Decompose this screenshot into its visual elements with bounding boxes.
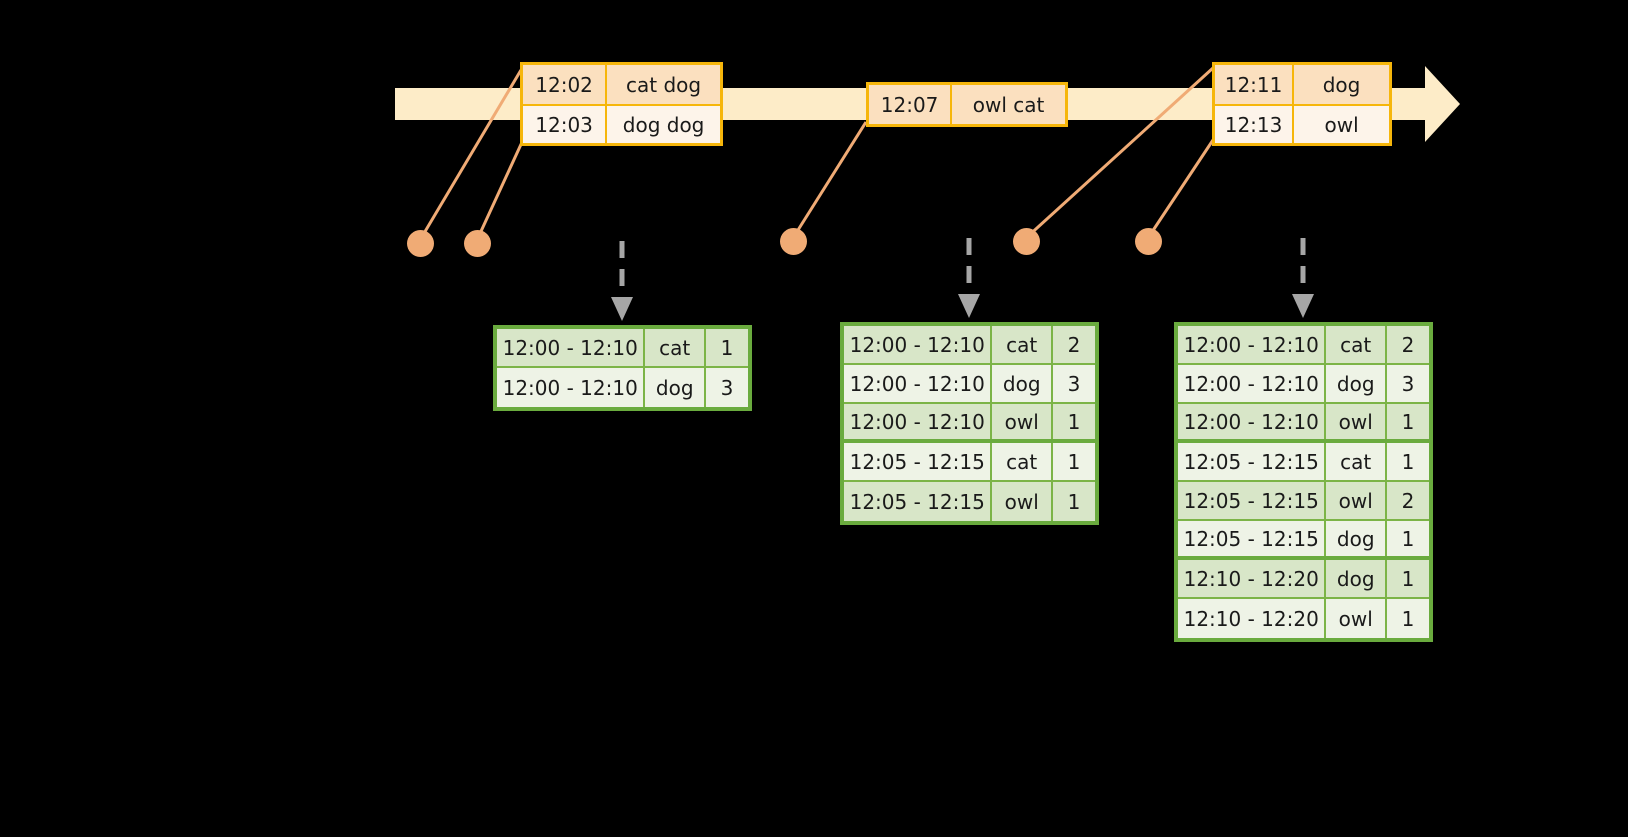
cell-word: cat — [1326, 326, 1388, 363]
cell-window: 12:00 - 12:10 — [1178, 404, 1327, 439]
cell-count: 2 — [1387, 482, 1429, 519]
cell-window: 12:00 - 12:10 — [1178, 365, 1327, 402]
event-time: 12:11 — [1215, 65, 1295, 104]
cell-window: 12:05 - 12:15 — [1178, 443, 1327, 480]
cell-window: 12:00 - 12:10 — [1178, 326, 1327, 363]
timeline-arrowhead-icon — [1385, 66, 1460, 142]
cell-count: 1 — [1053, 404, 1095, 439]
cell-window: 12:10 - 12:20 — [1178, 599, 1327, 638]
cell-count: 1 — [1387, 560, 1429, 597]
cell-word: dog — [1326, 365, 1388, 402]
dashed-arrow-to-table-2 — [958, 238, 980, 318]
cell-word: owl — [1326, 599, 1388, 638]
event-text: cat dog — [607, 65, 720, 104]
cell-count: 3 — [706, 368, 748, 407]
event-text: owl — [1294, 106, 1389, 143]
cell-count: 1 — [706, 329, 748, 366]
connector-dot-5 — [1135, 228, 1162, 255]
cell-word: owl — [1326, 482, 1388, 519]
connector-dot-2 — [464, 230, 491, 257]
cell-word: dog — [992, 365, 1054, 402]
cell-count: 1 — [1387, 521, 1429, 556]
event-time: 12:13 — [1215, 106, 1295, 143]
connector-dot-4 — [1013, 228, 1040, 255]
cell-word: owl — [1326, 404, 1388, 439]
dashed-arrow-to-table-1 — [611, 241, 633, 321]
cell-word: cat — [992, 443, 1054, 480]
cell-window: 12:00 - 12:10 — [844, 326, 993, 363]
event-time: 12:02 — [523, 65, 608, 104]
cell-word: cat — [1326, 443, 1388, 480]
cell-count: 1 — [1387, 599, 1429, 638]
cell-window: 12:05 - 12:15 — [844, 443, 993, 480]
connector-dot-3 — [780, 228, 807, 255]
cell-word: owl — [992, 404, 1054, 439]
cell-count: 1 — [1053, 482, 1095, 521]
event-text: owl cat — [952, 85, 1065, 124]
cell-window: 12:00 - 12:10 — [497, 329, 646, 366]
event-text: dog dog — [607, 106, 720, 143]
cell-window: 12:00 - 12:10 — [844, 404, 993, 439]
connector-dot-1 — [407, 230, 434, 257]
event-text: dog — [1294, 65, 1389, 104]
cell-count: 1 — [1053, 443, 1095, 480]
cell-count: 3 — [1053, 365, 1095, 402]
cell-window: 12:05 - 12:15 — [1178, 482, 1327, 519]
cell-window: 12:00 - 12:10 — [497, 368, 646, 407]
cell-window: 12:00 - 12:10 — [844, 365, 993, 402]
cell-count: 2 — [1387, 326, 1429, 363]
cell-word: dog — [1326, 560, 1388, 597]
cell-count: 1 — [1387, 404, 1429, 439]
cell-word: owl — [992, 482, 1054, 521]
cell-word: dog — [1326, 521, 1388, 556]
cell-window: 12:05 - 12:15 — [1178, 521, 1327, 556]
cell-count: 3 — [1387, 365, 1429, 402]
event-time: 12:07 — [869, 85, 953, 124]
cell-window: 12:10 - 12:20 — [1178, 560, 1327, 597]
dashed-arrow-to-table-3 — [1292, 238, 1314, 318]
cell-word: cat — [992, 326, 1054, 363]
event-time: 12:03 — [523, 106, 608, 143]
cell-count: 2 — [1053, 326, 1095, 363]
cell-word: dog — [645, 368, 707, 407]
cell-word: cat — [645, 329, 707, 366]
cell-count: 1 — [1387, 443, 1429, 480]
cell-window: 12:05 - 12:15 — [844, 482, 993, 521]
